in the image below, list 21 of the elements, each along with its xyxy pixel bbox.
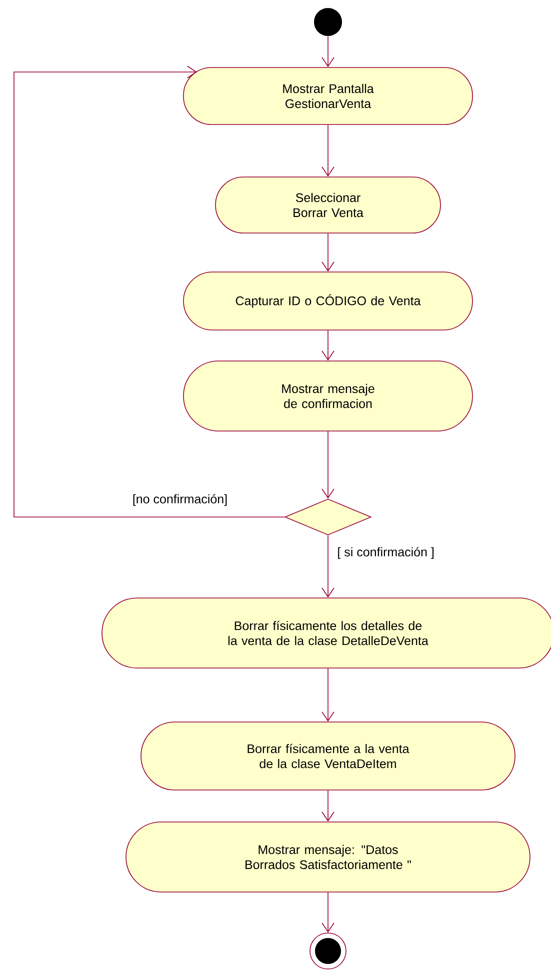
activity-box: Mostrar mensaje: "Datos Borrados Satisfactoriamente " [126, 822, 530, 892]
activity-box: Mostrar Pantalla GestionarVenta [183, 67, 473, 125]
edge-label: [no confirmación] [131, 493, 229, 507]
arrow [322, 668, 334, 722]
end-node [310, 932, 346, 970]
arrow [322, 36, 334, 68]
arrow [322, 330, 334, 361]
activity-box: Borrar físicamente los detalles de la venta de la clase DetalleDeVenta [102, 598, 551, 668]
edge-label: [ si confirmación ] [336, 546, 436, 560]
arrow [14, 66, 285, 518]
arrow [322, 535, 334, 598]
start-node [314, 8, 342, 36]
arrow [322, 233, 334, 272]
activity-box: Seleccionar Borrar Venta [215, 176, 441, 234]
activity-box: Borrar físicamente a la venta de la clase VentaDeItem [140, 722, 516, 790]
activity-box: Mostrar mensaje de confirmacion [183, 360, 473, 432]
activity-box: Capturar ID o CÓDIGO de Venta [183, 272, 473, 330]
arrow [322, 790, 334, 822]
arrow [322, 124, 334, 177]
arrow [322, 892, 334, 933]
arrow [322, 431, 334, 499]
